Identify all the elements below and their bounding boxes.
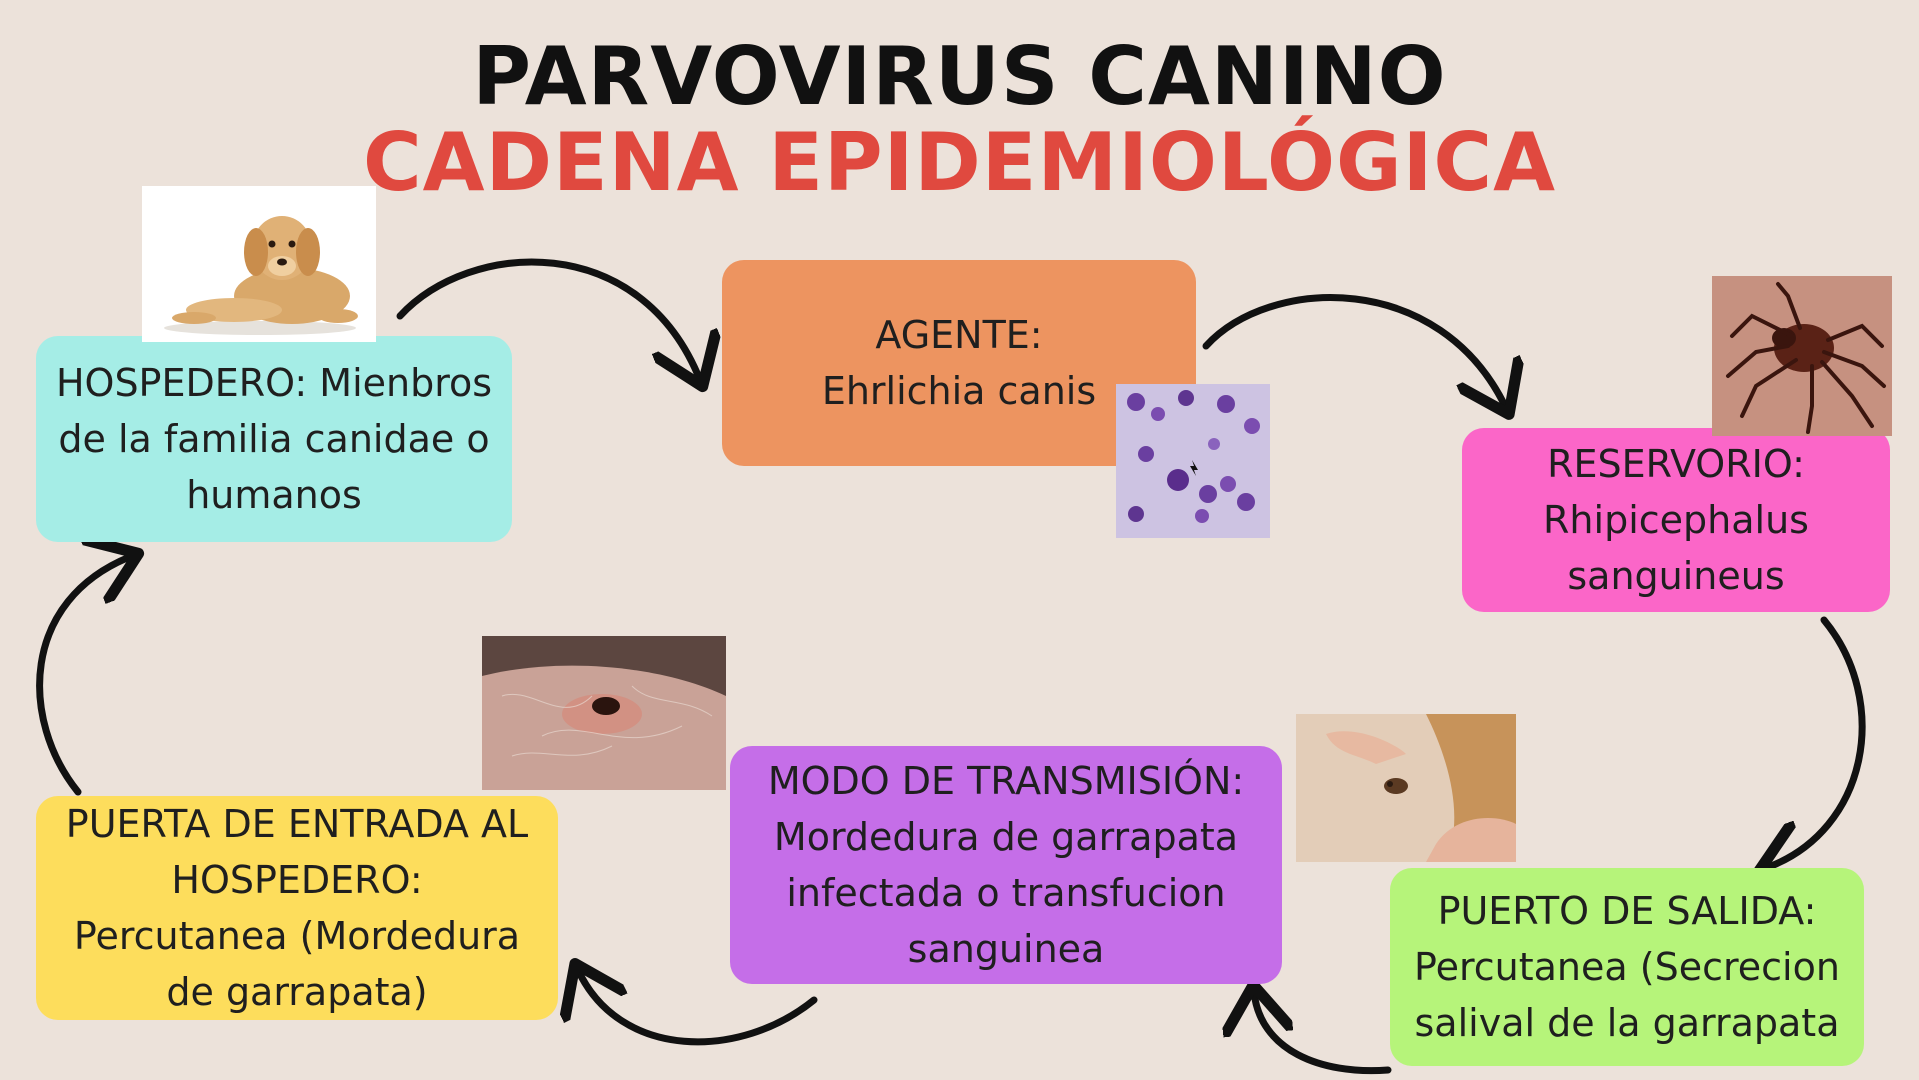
arrow-puerto-to-modo xyxy=(1254,992,1392,1075)
diagram-title: PARVOVIRUS CANINO xyxy=(472,30,1447,123)
blood-smear-photo xyxy=(1116,384,1270,538)
entrada-line-3: Percutanea (Mordedura xyxy=(73,914,521,958)
node-puerto-salida: PUERTO DE SALIDA: Percutanea (Secrecion … xyxy=(1390,868,1864,1066)
reservorio-line-3: sanguineus xyxy=(1567,554,1785,598)
node-modo-transmision: MODO DE TRANSMISIÓN: Mordedura de garrap… xyxy=(730,746,1282,984)
node-puerta-entrada: PUERTA DE ENTRADA AL HOSPEDERO: Percutan… xyxy=(36,796,558,1020)
tick-photo xyxy=(1712,276,1892,436)
modo-line-1: MODO DE TRANSMISIÓN: xyxy=(767,759,1245,803)
modo-line-3: infectada o transfucion xyxy=(786,871,1226,915)
puerto-line-3: salival de la garrapata xyxy=(1414,1001,1840,1045)
hospedero-line-1: HOSPEDERO: Mienbros xyxy=(55,361,493,405)
agente-line-1: AGENTE: xyxy=(875,313,1043,357)
entrada-line-1: PUERTA DE ENTRADA AL xyxy=(65,802,529,846)
node-hospedero: HOSPEDERO: Mienbros de la familia canida… xyxy=(36,336,512,542)
node-reservorio: RESERVORIO: Rhipicephalus sanguineus xyxy=(1462,428,1890,612)
hospedero-line-3: humanos xyxy=(186,473,362,517)
agente-line-2: Ehrlichia canis xyxy=(821,369,1097,413)
tick-on-skin-photo xyxy=(482,636,726,790)
modo-line-4: sanguinea xyxy=(907,927,1105,971)
puerto-line-2: Percutanea (Secrecion xyxy=(1414,945,1840,989)
entrada-line-2: HOSPEDERO: xyxy=(171,858,423,902)
tick-on-dog-photo xyxy=(1296,714,1516,862)
modo-line-2: Mordedura de garrapata xyxy=(773,815,1239,859)
diagram-subtitle: CADENA EPIDEMIOLÓGICA xyxy=(362,116,1557,209)
entrada-line-4: de garrapata) xyxy=(166,970,428,1014)
reservorio-line-2: Rhipicephalus xyxy=(1543,498,1809,542)
puerto-line-1: PUERTO DE SALIDA: xyxy=(1437,889,1817,933)
arrow-entrada-to-hospedero xyxy=(36,556,132,796)
puppy-photo xyxy=(142,186,376,342)
reservorio-line-1: RESERVORIO: xyxy=(1547,442,1805,486)
hospedero-line-2: de la familia canidae o xyxy=(58,417,490,461)
arrow-reservorio-to-puerto xyxy=(1766,616,1866,868)
